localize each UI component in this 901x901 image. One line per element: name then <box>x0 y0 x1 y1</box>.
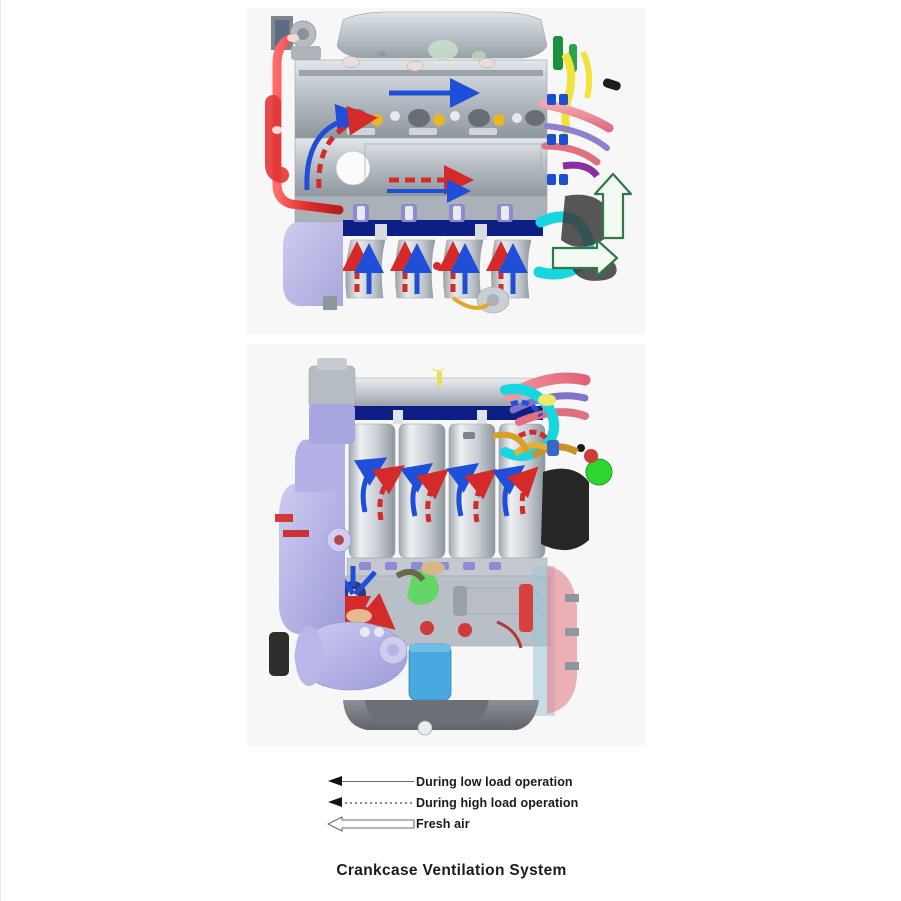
legend-label-low-load: During low load operation <box>416 774 573 789</box>
figure-top-illustration: FBI <box>265 11 633 314</box>
legend-item-high-load: During high load operation <box>326 792 656 813</box>
legend-item-low-load: During low load operation <box>326 771 656 792</box>
figure-top: FBI <box>247 8 645 334</box>
hollow-arrow-icon <box>326 815 416 832</box>
svg-text:FBI: FBI <box>377 52 387 58</box>
figure-bottom-illustration <box>269 358 613 736</box>
legend-item-fresh-air: Fresh air <box>326 813 656 834</box>
figure-caption: Crankcase Ventilation System <box>336 862 567 879</box>
legend-label-high-load: During high load operation <box>416 795 579 810</box>
legend: During low load operation During high lo… <box>326 771 656 841</box>
figure-bottom <box>247 344 645 746</box>
legend-label-fresh-air: Fresh air <box>416 816 470 831</box>
solid-arrow-icon <box>326 774 416 790</box>
dotted-arrow-icon <box>326 795 416 811</box>
